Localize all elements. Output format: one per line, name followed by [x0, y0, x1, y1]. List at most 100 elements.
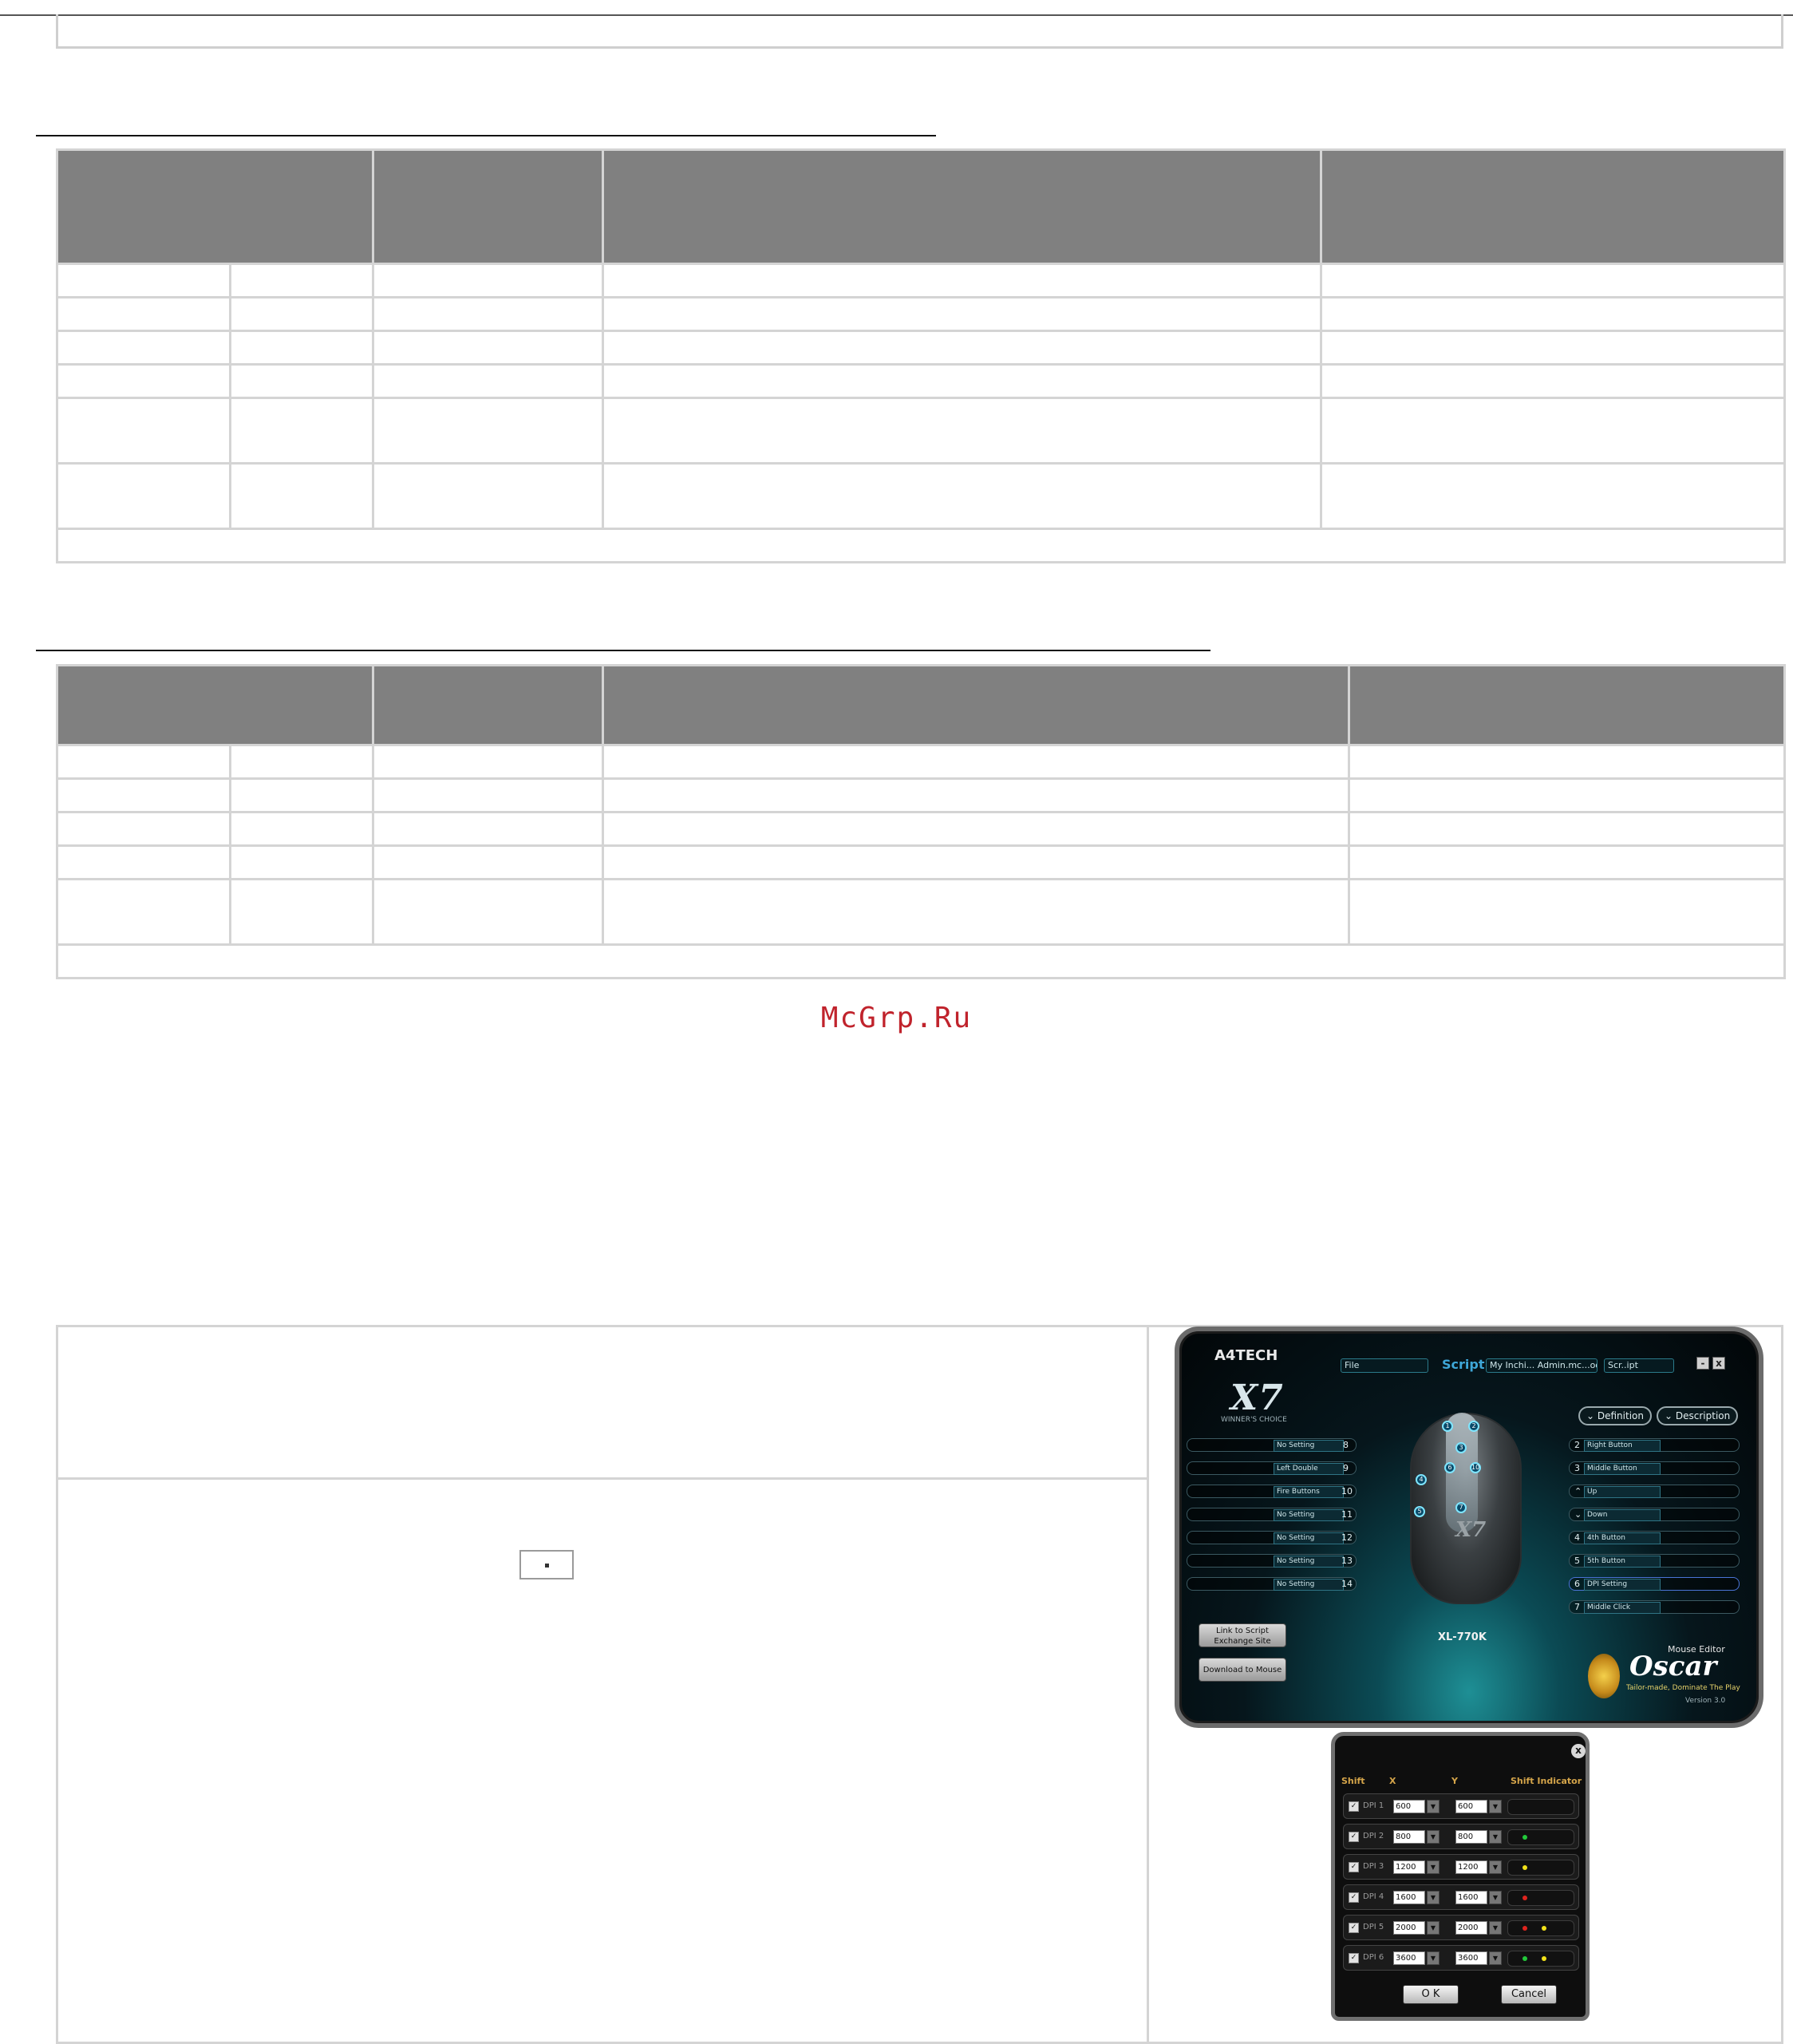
button-slot-7[interactable]: 7 Middle Click	[1569, 1600, 1740, 1614]
dpi-y-input[interactable]: 3600	[1455, 1951, 1487, 1965]
dpi-row-2: ✓ DPI 2 800 ▼ 800 ▼	[1343, 1824, 1579, 1849]
dpi-x-input[interactable]: 3600	[1393, 1951, 1425, 1965]
indicator-header: Shift Indicator	[1511, 1776, 1582, 1786]
mouse-button-marker[interactable]: 10	[1470, 1462, 1481, 1473]
dpi-y-input[interactable]: 1600	[1455, 1891, 1487, 1904]
shift-checkbox[interactable]: ✓	[1349, 1923, 1359, 1933]
description-button[interactable]: ⌄ Description	[1657, 1406, 1739, 1425]
dpi-label: DPI 3	[1363, 1862, 1384, 1871]
close-icon[interactable]: x	[1571, 1744, 1586, 1758]
slot-number: 3	[1574, 1463, 1580, 1473]
shift-checkbox[interactable]: ✓	[1349, 1862, 1359, 1872]
column-divider	[1147, 1325, 1149, 2044]
chevron-down-icon[interactable]: ▼	[1489, 1830, 1502, 1844]
slot-label: Fire Buttons	[1274, 1486, 1344, 1498]
mouse-button-marker[interactable]: 7	[1455, 1502, 1467, 1513]
mouse-button-marker[interactable]: 5	[1414, 1506, 1425, 1517]
chevron-down-icon[interactable]: ▼	[1489, 1951, 1502, 1965]
indicator-lamp	[1542, 1926, 1546, 1931]
table-header-row	[56, 148, 1786, 265]
mouse-button-marker[interactable]: 6	[1444, 1462, 1455, 1473]
dpi-x-input[interactable]: 600	[1393, 1800, 1425, 1813]
file-dropdown[interactable]: File	[1341, 1358, 1428, 1373]
dpi-y-input[interactable]: 1200	[1455, 1860, 1487, 1874]
button-slot-5[interactable]: 5 5th Button	[1569, 1554, 1740, 1568]
oscar-slogan: Tailor-made, Dominate The Play	[1626, 1684, 1740, 1692]
script-field[interactable]: My Inchi... Admin.mc...oo	[1486, 1358, 1598, 1373]
dpi-x-input[interactable]: 1200	[1393, 1860, 1425, 1874]
mouse-button-marker[interactable]: 2	[1468, 1421, 1479, 1432]
button-slot-14[interactable]: No Setting 14	[1187, 1577, 1357, 1591]
button-slot-2[interactable]: 2 Right Button	[1569, 1438, 1740, 1452]
definition-button[interactable]: ⌄ Definition	[1578, 1406, 1652, 1425]
spec-table-1	[56, 148, 1786, 563]
minimize-button[interactable]: -	[1696, 1357, 1709, 1370]
oscar-logo-text: Oscar	[1629, 1651, 1717, 1682]
close-button[interactable]: x	[1712, 1357, 1725, 1370]
shift-checkbox[interactable]: ✓	[1349, 1801, 1359, 1812]
dpi-x-input[interactable]: 800	[1393, 1830, 1425, 1844]
shift-checkbox[interactable]: ✓	[1349, 1892, 1359, 1903]
mouse-button-marker[interactable]: 4	[1416, 1474, 1427, 1485]
download-to-mouse-button[interactable]: Download to Mouse	[1199, 1658, 1286, 1682]
shift-checkbox[interactable]: ✓	[1349, 1953, 1359, 1963]
slot-number: 5	[1574, 1556, 1580, 1566]
script-label: Script	[1442, 1357, 1485, 1372]
cancel-button[interactable]: Cancel	[1501, 1985, 1557, 2004]
header-cell	[602, 664, 1350, 746]
y-header: Y	[1451, 1776, 1458, 1786]
chevron-down-icon: ⌄	[1665, 1410, 1676, 1421]
button-slot-12[interactable]: No Setting 12	[1187, 1531, 1357, 1544]
tagline: WINNER'S CHOICE	[1221, 1416, 1287, 1424]
mouse-editor-label: Mouse Editor	[1668, 1644, 1725, 1655]
indicator-lamp	[1522, 1896, 1527, 1900]
section-underline-1	[36, 135, 936, 136]
description-label: Description	[1675, 1410, 1731, 1421]
shift-indicator	[1507, 1951, 1574, 1967]
x-header: X	[1389, 1776, 1396, 1786]
chevron-down-icon[interactable]: ▼	[1427, 1830, 1440, 1844]
mouse-button-marker[interactable]: 1	[1442, 1421, 1453, 1432]
button-slot-6[interactable]: 6 DPI Setting	[1569, 1577, 1740, 1591]
button-slot-up[interactable]: ⌃ Up	[1569, 1485, 1740, 1498]
dpi-y-input[interactable]: 600	[1455, 1800, 1487, 1813]
shift-checkbox[interactable]: ✓	[1349, 1832, 1359, 1842]
chevron-down-icon[interactable]: ▼	[1427, 1921, 1440, 1935]
dpi-y-input[interactable]: 2000	[1455, 1921, 1487, 1935]
chevron-down-icon[interactable]: ▼	[1489, 1860, 1502, 1874]
shift-indicator	[1507, 1860, 1574, 1876]
table-header-row	[56, 664, 1786, 746]
link-script-exchange-button[interactable]: Link to Script Exchange Site	[1199, 1623, 1286, 1647]
button-slot-8[interactable]: No Setting 8	[1187, 1438, 1357, 1452]
table-row	[56, 744, 1786, 780]
slot-number: 14	[1341, 1579, 1353, 1589]
shift-indicator	[1507, 1829, 1574, 1845]
dpi-x-input[interactable]: 2000	[1393, 1921, 1425, 1935]
table-row	[56, 263, 1786, 298]
button-slot-13[interactable]: No Setting 13	[1187, 1554, 1357, 1568]
mouse-logo: X7	[1455, 1518, 1487, 1542]
slot-number: 9	[1343, 1463, 1349, 1473]
header-cell	[56, 148, 374, 265]
button-slot-9[interactable]: Left Double 9	[1187, 1461, 1357, 1475]
chevron-down-icon[interactable]: ▼	[1489, 1800, 1502, 1813]
mouse-button-marker[interactable]: 3	[1455, 1442, 1467, 1453]
chevron-down-icon[interactable]: ▼	[1489, 1891, 1502, 1904]
chevron-down-icon[interactable]: ▼	[1427, 1891, 1440, 1904]
top-empty-box	[56, 14, 1783, 49]
button-slot-11[interactable]: No Setting 11	[1187, 1508, 1357, 1521]
button-slot-4[interactable]: 4 4th Button	[1569, 1531, 1740, 1544]
button-slot-10[interactable]: Fire Buttons 10	[1187, 1485, 1357, 1498]
ok-button[interactable]: O K	[1403, 1985, 1459, 2004]
dpi-x-input[interactable]: 1600	[1393, 1891, 1425, 1904]
button-slot-3[interactable]: 3 Middle Button	[1569, 1461, 1740, 1475]
dpi-y-input[interactable]: 800	[1455, 1830, 1487, 1844]
chevron-down-icon[interactable]: ▼	[1427, 1951, 1440, 1965]
chevron-down-icon[interactable]: ▼	[1427, 1860, 1440, 1874]
indicator-lamp	[1542, 1956, 1546, 1961]
button-slot-down[interactable]: ⌄ Down	[1569, 1508, 1740, 1521]
script-mode-dropdown[interactable]: Scr..ipt	[1604, 1358, 1674, 1373]
dpi-label: DPI 6	[1363, 1953, 1384, 1962]
chevron-down-icon[interactable]: ▼	[1427, 1800, 1440, 1813]
chevron-down-icon[interactable]: ▼	[1489, 1921, 1502, 1935]
